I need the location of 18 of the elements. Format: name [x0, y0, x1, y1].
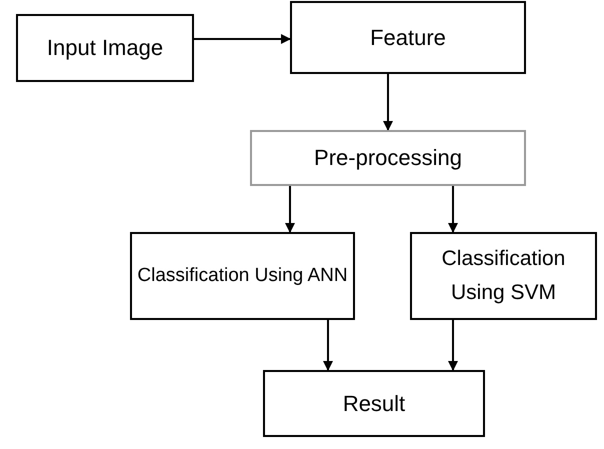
arrow: [448, 320, 458, 371]
arrow: [285, 186, 295, 233]
box-label: Classification Using ANN: [137, 264, 348, 288]
process-box: [16, 14, 194, 82]
process-box: [130, 232, 355, 320]
process-box: [290, 1, 526, 74]
process-box: [410, 232, 597, 320]
arrow: [323, 320, 333, 371]
process-box: [263, 370, 485, 437]
box-label: Classification Using SVM: [440, 246, 566, 306]
box-label: Input Image: [46, 34, 164, 62]
box-label: Feature: [370, 24, 446, 52]
arrow: [448, 186, 458, 233]
box-label: Pre-processing: [314, 144, 462, 172]
box-label: Result: [342, 390, 406, 418]
arrow: [383, 74, 393, 131]
arrow: [194, 34, 291, 44]
process-box: [250, 130, 526, 186]
